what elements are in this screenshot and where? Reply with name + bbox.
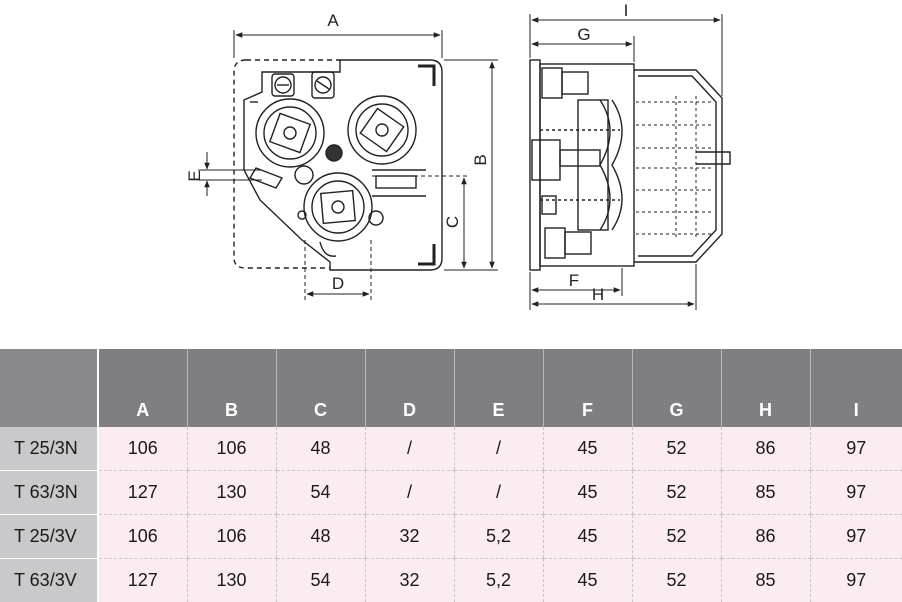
table-cell: 52: [632, 427, 721, 471]
table-header-row: A B C D E F G H I: [0, 349, 902, 427]
table-cell: 86: [721, 515, 810, 559]
model-name: T 25/3N: [0, 427, 98, 471]
header-corner: [0, 349, 98, 427]
dim-label-f: F: [569, 271, 579, 290]
table-cell: 54: [276, 471, 365, 515]
dim-label-b: B: [471, 154, 490, 165]
table-cell: 45: [543, 427, 632, 471]
table-row: T 25/3N 106 106 48 / / 45 52 86 97: [0, 427, 902, 471]
table-cell: 106: [187, 515, 276, 559]
table-cell: 127: [98, 559, 187, 602]
table-cell: 52: [632, 471, 721, 515]
dim-label-h: H: [592, 285, 604, 304]
table-cell: /: [454, 427, 543, 471]
table-cell: 5,2: [454, 559, 543, 602]
table-cell: 106: [98, 515, 187, 559]
dim-label-a: A: [327, 11, 339, 30]
table-cell: 97: [810, 427, 902, 471]
table-cell: 45: [543, 515, 632, 559]
dim-label-i: I: [624, 1, 629, 20]
table-row: T 63/3V 127 130 54 32 5,2 45 52 85 97: [0, 559, 902, 602]
table-cell: /: [454, 471, 543, 515]
table-cell: 45: [543, 559, 632, 602]
table-cell: 85: [721, 471, 810, 515]
table-row: T 25/3V 106 106 48 32 5,2 45 52 86 97: [0, 515, 902, 559]
table-cell: 85: [721, 559, 810, 602]
table-cell: 52: [632, 559, 721, 602]
table-cell: 130: [187, 471, 276, 515]
dim-label-d: D: [332, 274, 344, 293]
table-cell: 48: [276, 427, 365, 471]
table-cell: 130: [187, 559, 276, 602]
table-cell: 48: [276, 515, 365, 559]
table-cell: 52: [632, 515, 721, 559]
dim-label-g: G: [577, 25, 590, 44]
column-header: I: [810, 349, 902, 427]
table-cell: 127: [98, 471, 187, 515]
column-header: C: [276, 349, 365, 427]
table-cell: 97: [810, 559, 902, 602]
column-header: A: [98, 349, 187, 427]
table-cell: 86: [721, 427, 810, 471]
column-header: E: [454, 349, 543, 427]
table-cell: 97: [810, 471, 902, 515]
table-cell: 106: [98, 427, 187, 471]
column-header: F: [543, 349, 632, 427]
model-name: T 63/3N: [0, 471, 98, 515]
front-dimensions: [198, 30, 498, 300]
table-cell: /: [365, 427, 454, 471]
table-cell: 32: [365, 559, 454, 602]
front-view: [234, 60, 442, 270]
column-header: G: [632, 349, 721, 427]
technical-drawing: A B C D E: [0, 0, 902, 345]
column-header: B: [187, 349, 276, 427]
table-cell: 45: [543, 471, 632, 515]
column-header: H: [721, 349, 810, 427]
dimensions-table: A B C D E F G H I T 25/3N 106 106 48 / /…: [0, 349, 902, 602]
table-row: T 63/3N 127 130 54 / / 45 52 85 97: [0, 471, 902, 515]
dim-label-e: E: [185, 170, 204, 181]
column-header: D: [365, 349, 454, 427]
side-view: [530, 60, 730, 270]
table-cell: 5,2: [454, 515, 543, 559]
table-cell: 32: [365, 515, 454, 559]
dim-label-c: C: [443, 216, 462, 228]
table-cell: 54: [276, 559, 365, 602]
table-cell: /: [365, 471, 454, 515]
table-cell: 97: [810, 515, 902, 559]
table-cell: 106: [187, 427, 276, 471]
model-name: T 25/3V: [0, 515, 98, 559]
model-name: T 63/3V: [0, 559, 98, 602]
